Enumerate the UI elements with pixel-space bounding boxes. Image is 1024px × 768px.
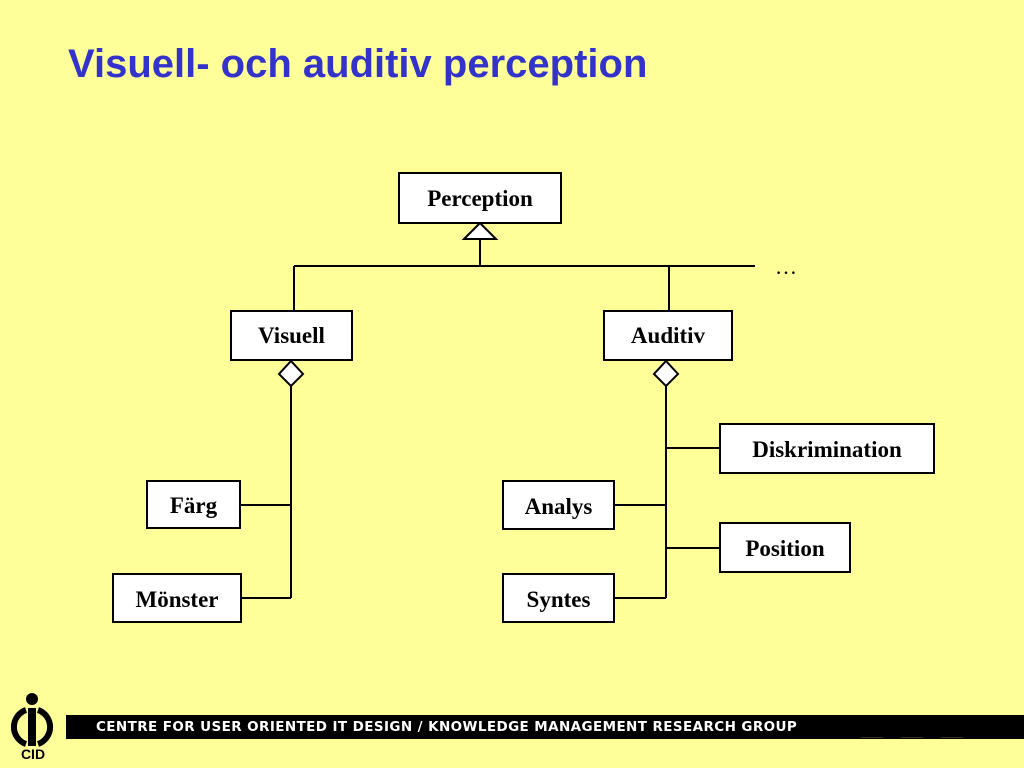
footer-bar: CENTRE FOR USER ORIENTED IT DESIGN / KNO… bbox=[66, 715, 1024, 739]
auditiv-aggregation-connectors bbox=[614, 359, 720, 599]
node-farg: Färg bbox=[146, 480, 241, 529]
cid-logo: CID bbox=[6, 690, 60, 768]
visuell-aggregation-connectors bbox=[241, 359, 305, 599]
node-box bbox=[398, 172, 562, 224]
footer-text: CENTRE FOR USER ORIENTED IT DESIGN / KNO… bbox=[96, 719, 798, 735]
visuell-aggregation-diamond bbox=[277, 359, 305, 388]
footer-decoration bbox=[941, 737, 963, 738]
node-label: Perception bbox=[427, 186, 533, 211]
node-box bbox=[719, 522, 851, 573]
more-subclasses-marker: … bbox=[775, 254, 797, 279]
class-diagram: … Perception Visuell Auditiv Färg Mönste… bbox=[112, 172, 935, 623]
node-box bbox=[230, 310, 353, 361]
cid-logo-icon bbox=[10, 693, 54, 747]
slide-title: Visuell- och auditiv perception bbox=[68, 42, 648, 86]
node-label: Auditiv bbox=[631, 323, 706, 348]
generalization-connectors bbox=[293, 221, 755, 311]
node-box bbox=[603, 310, 733, 361]
node-analys: Analys bbox=[502, 480, 615, 530]
node-label: Visuell bbox=[258, 323, 325, 348]
node-diskrimination: Diskrimination bbox=[719, 423, 935, 474]
node-label: Position bbox=[745, 536, 824, 561]
logo-text: CID bbox=[20, 746, 46, 762]
node-auditiv: Auditiv bbox=[603, 310, 733, 361]
node-label: Analys bbox=[525, 494, 593, 519]
footer-decoration bbox=[861, 737, 883, 738]
node-position: Position bbox=[719, 522, 851, 573]
node-monster: Mönster bbox=[112, 573, 242, 623]
node-perception: Perception bbox=[398, 172, 562, 224]
node-label: Färg bbox=[170, 493, 218, 518]
node-box bbox=[502, 573, 615, 623]
node-box bbox=[719, 423, 935, 474]
node-box bbox=[112, 573, 242, 623]
node-visuell: Visuell bbox=[230, 310, 353, 361]
node-label: Mönster bbox=[135, 587, 218, 612]
node-label: Syntes bbox=[527, 587, 591, 612]
node-box bbox=[502, 480, 615, 530]
footer-decoration bbox=[901, 737, 923, 738]
auditiv-aggregation-diamond bbox=[652, 359, 680, 388]
generalization-arrowhead bbox=[461, 221, 499, 240]
node-syntes: Syntes bbox=[502, 573, 615, 623]
node-box bbox=[146, 480, 241, 529]
node-label: Diskrimination bbox=[752, 437, 902, 462]
